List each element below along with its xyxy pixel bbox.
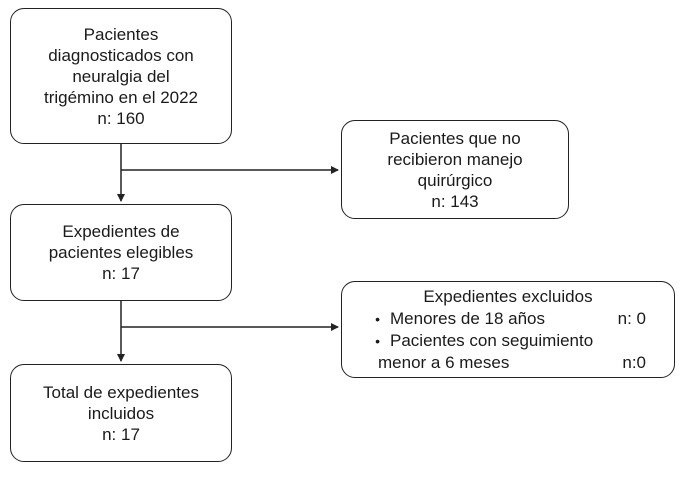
diagnosed-line-3: neuralgia del bbox=[72, 66, 170, 86]
excluded-title: Expedientes excluidos bbox=[423, 287, 593, 306]
excluded-item-follow-up-cont: menor a 6 meses n:0 bbox=[354, 352, 662, 373]
no-surgery-count: n: 143 bbox=[431, 191, 479, 211]
box-no-surgery: Pacientes que no recibieron manejo quirú… bbox=[341, 120, 569, 219]
no-surgery-line-1: Pacientes que no bbox=[389, 128, 521, 148]
diagnosed-line-4: trigémino en el 2022 bbox=[43, 87, 199, 107]
eligible-line-2: pacientes elegibles bbox=[48, 243, 194, 262]
box-included-records: Total de expedientes incluidos n: 17 bbox=[10, 364, 232, 462]
diagnosed-count: n: 160 bbox=[97, 108, 145, 128]
box-diagnosed-patients: Pacientes diagnosticados con neuralgia d… bbox=[10, 8, 232, 144]
box-eligible-records: Expedientes de pacientes elegibles n: 17 bbox=[10, 204, 232, 301]
eligible-count: n: 17 bbox=[102, 264, 140, 283]
excluded-item-under-18: • Menores de 18 años n: 0 bbox=[354, 308, 662, 330]
excluded-item-value: n: 0 bbox=[617, 309, 646, 328]
excluded-item-label-cont: menor a 6 meses bbox=[378, 353, 510, 372]
diagnosed-line-1: Pacientes bbox=[83, 24, 159, 44]
box-excluded-records: Expedientes excluidos • Menores de 18 añ… bbox=[341, 281, 675, 378]
included-line-2: incluidos bbox=[87, 403, 155, 423]
no-surgery-line-3: quirúrgico bbox=[417, 170, 493, 190]
excluded-item-follow-up: • Pacientes con seguimiento bbox=[354, 330, 662, 352]
bullet-icon: • bbox=[375, 333, 380, 349]
excluded-item-label: Menores de 18 años bbox=[390, 309, 545, 328]
included-line-1: Total de expedientes bbox=[43, 382, 199, 402]
eligible-line-1: Expedientes de bbox=[62, 222, 180, 241]
no-surgery-line-2: recibieron manejo bbox=[387, 149, 523, 169]
included-count: n: 17 bbox=[102, 424, 140, 444]
bullet-icon: • bbox=[375, 311, 380, 327]
excluded-item-label: Pacientes con seguimiento bbox=[390, 331, 594, 350]
excluded-item-value: n:0 bbox=[622, 353, 646, 372]
diagnosed-line-2: diagnosticados con bbox=[48, 45, 194, 65]
